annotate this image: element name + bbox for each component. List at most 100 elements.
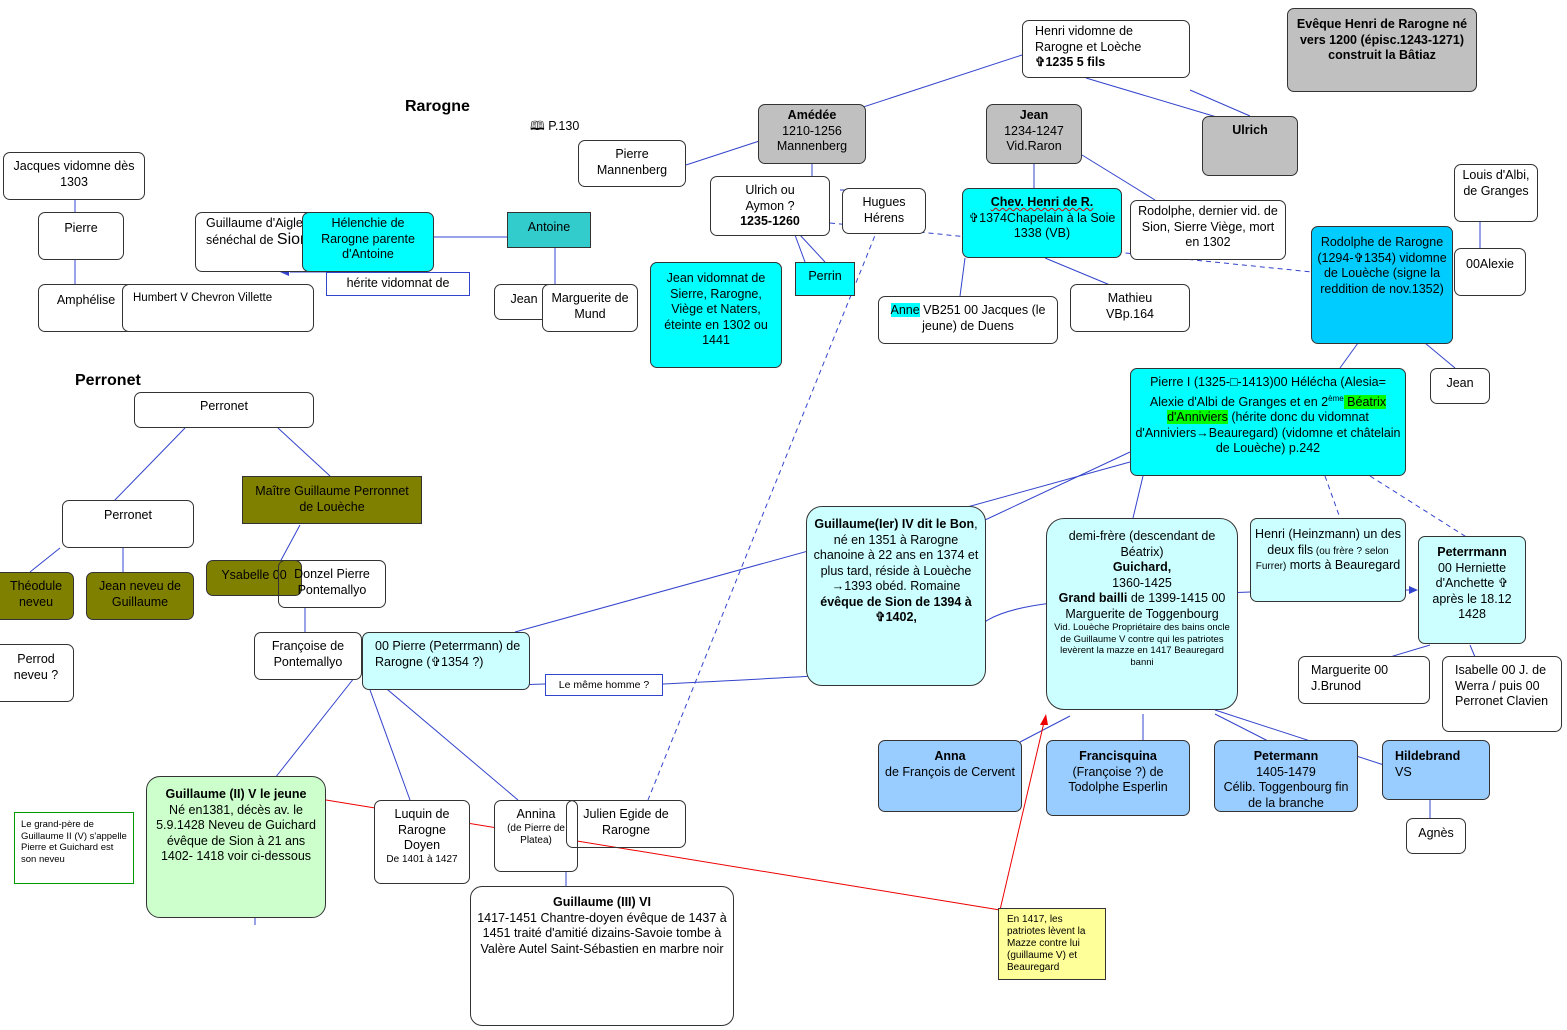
- node-text: Perronet: [104, 508, 152, 522]
- node-text: En 1417, les patriotes lèvent la Mazze c…: [1007, 914, 1086, 973]
- node-text: Jean: [1019, 108, 1049, 122]
- node-humbert: Humbert V Chevron Villette: [122, 284, 314, 332]
- node-guillaume-iv: Guillaume(Ier) IV dit le Bon, né en 1351…: [806, 506, 986, 686]
- node-helenchie: Hélenchie de Rarogne parente d'Antoine: [302, 212, 434, 272]
- node-text: Le même homme ?: [558, 679, 650, 691]
- node-rodolphe-1294: Rodolphe de Rarogne (1294-✞1354) vidomne…: [1311, 226, 1453, 344]
- node-text: (de Pierre de Platea): [507, 822, 565, 846]
- node-text: Hérens: [863, 210, 905, 225]
- page-reference: 🕮 P.130: [530, 119, 580, 133]
- node-text: Anne: [890, 303, 920, 317]
- node-text: Aymon ?: [745, 198, 795, 213]
- node-text: VB251 00 Jacques (le jeune) de Duens: [919, 303, 1046, 333]
- node-text: Agnès: [1418, 826, 1454, 840]
- node-text: 1360-1425: [1112, 575, 1172, 590]
- node-text: Guillaume (II) V le jeune: [165, 787, 307, 801]
- node-text: Pierre: [64, 221, 98, 235]
- node-francoise-pontemallyo: Françoise de Pontemallyo: [254, 632, 362, 680]
- node-text: de François de Cervent: [885, 764, 1015, 779]
- heading-rarogne: Rarogne: [405, 98, 470, 115]
- node-louis-albi: Louis d'Albi, de Granges: [1454, 164, 1538, 222]
- note-1417: En 1417, les patriotes lèvent la Mazze c…: [998, 908, 1106, 980]
- node-antoine: Antoine: [507, 212, 591, 248]
- node-text: Amédée: [787, 108, 837, 122]
- node-pierre-mannenberg: Pierre Mannenberg: [578, 140, 686, 187]
- node-text: Pierre: [615, 147, 649, 161]
- node-petermann: Petermann 1405-1479 Célib. Toggenbourg f…: [1214, 740, 1358, 812]
- node-text: Julien Egide de Rarogne: [583, 807, 669, 837]
- node-text: Amphélise: [56, 293, 116, 307]
- node-text: Jean vidomnat de Sierre, Rarogne, Viège …: [664, 271, 768, 347]
- node-text: ✞1374Chapelain à la Soie 1338 (VB): [968, 210, 1116, 241]
- node-henri-heinzmann: Henri (Heinzmann) un des deux fils (ou f…: [1250, 518, 1406, 602]
- node-text: Antoine: [527, 220, 571, 234]
- node-donzel: Donzel Pierre Pontemallyo: [278, 560, 386, 608]
- node-guillaume-ii: Guillaume (II) V le jeune Né en1381, déc…: [146, 776, 326, 918]
- node-text: Ysabelle 00: [221, 568, 287, 582]
- node-text: Jacques vidomne dès 1303: [13, 159, 135, 189]
- node-text: (ou frère ? selon Furrer): [1255, 545, 1389, 573]
- node-isabelle: Isabelle 00 J. de Werra / puis 00 Perron…: [1442, 656, 1562, 732]
- node-peterrmann: Peterrmann 00 Herniette d'Anchette ✞ apr…: [1418, 536, 1526, 644]
- node-text: (Françoise ?) de Todolphe Esperlin: [1068, 764, 1168, 795]
- node-jean-neveu: Jean neveu de Guillaume: [86, 572, 194, 620]
- node-text: 1417-1451 Chantre-doyen évêque de 1437 à…: [477, 910, 727, 956]
- node-text: Marguerite 00 J.Brunod: [1311, 663, 1389, 693]
- node-text: Isabelle 00 J. de Werra / puis 00 Perron…: [1455, 663, 1549, 708]
- node-text: Sion: [276, 230, 309, 248]
- node-text: Francisquina: [1079, 749, 1157, 763]
- node-text: Le grand-père de Guillaume II (V) s'appe…: [21, 819, 127, 865]
- node-mathieu: Mathieu VBp.164: [1070, 284, 1190, 332]
- node-text: 1234-1247: [1004, 123, 1064, 138]
- node-text: Hildebrand: [1395, 749, 1461, 763]
- node-text: 1235-1260: [740, 214, 800, 228]
- node-text: Mannenberg: [776, 139, 848, 153]
- node-text: Petermann: [1253, 749, 1319, 763]
- node-text: De 1401 à 1427: [386, 853, 458, 865]
- node-pierre-i: Pierre I (1325-□-1413)00 Héléchа (Alesia…: [1130, 368, 1406, 476]
- node-text: Jean neveu de Guillaume: [98, 579, 181, 609]
- node-text: Jean: [510, 292, 538, 306]
- node-text: évêque de Sion de 1394 à ✞1402,: [820, 594, 972, 625]
- node-text: Jean: [1446, 376, 1474, 390]
- node-text: 1405-1479: [1256, 764, 1316, 779]
- node-ulrich-aymon: Ulrich ou Aymon ? 1235-1260: [710, 176, 830, 236]
- node-text: Guillaume(Ier) IV dit le Bon: [814, 517, 975, 531]
- node-text: , né en 1351 à Rarogne chanoine à 22 ans…: [813, 517, 979, 593]
- node-jacques-vidomne: Jacques vidomne dès 1303: [3, 152, 145, 200]
- node-text: Henri (Heinzmann) un des deux fils: [1255, 527, 1401, 557]
- node-alexie: 00Alexie: [1454, 248, 1526, 296]
- node-text: Marguerite de Mund: [551, 291, 629, 321]
- node-text: 00 Herniette d'Anchette ✞ après le 18.12…: [1432, 560, 1512, 622]
- node-chev-henri: Chev. Henri de R. ✞1374Chapelain à la So…: [962, 188, 1122, 258]
- node-perronet-top: Perronet: [134, 392, 314, 428]
- note-grand-pere: Le grand-père de Guillaume II (V) s'appe…: [14, 812, 134, 884]
- node-text: Guillaume (III) VI: [553, 895, 651, 909]
- node-text: Peterrmann: [1437, 545, 1507, 559]
- node-text: Célib. Toggenbourg fin de la branche: [1223, 780, 1349, 810]
- node-ysabelle: Ysabelle 00: [206, 560, 302, 596]
- node-text: 00 Pierre (Peterrmann) de Rarogne (✞1354…: [375, 639, 521, 669]
- node-henri-vidomne: Henri vidomne de Rarogne et Loèche ✞1235…: [1022, 20, 1190, 78]
- node-meme-homme: Le même homme ?: [545, 674, 663, 696]
- heading-perronet: Perronet: [75, 372, 141, 389]
- node-text: Annina: [516, 807, 556, 821]
- node-text: Guichard,: [1112, 560, 1172, 574]
- node-francisquina: Francisquina (Françoise ?) de Todolphe E…: [1046, 740, 1190, 816]
- node-text: (hérite donc du vidomnat d'Anniviers→Bea…: [1135, 410, 1401, 456]
- node-text: Perrod neveu ?: [13, 652, 59, 682]
- node-text: Rodolphe, dernier vid. de Sion, Sierre V…: [1138, 204, 1278, 249]
- node-text: Mannenberg: [596, 162, 668, 177]
- node-text: VBp.164: [1106, 306, 1154, 321]
- node-rodolphe-dernier: Rodolphe, dernier vid. de Sion, Sierre V…: [1130, 200, 1286, 260]
- node-perronet-mid: Perronet: [62, 500, 194, 548]
- node-text: Rarogne et Loèche: [1035, 39, 1142, 54]
- node-text: Chev. Henri de R.: [990, 195, 1094, 209]
- node-text: Vid.Raron: [1006, 139, 1062, 153]
- node-text: ✞1235 5 fils: [1035, 55, 1106, 69]
- node-text: 1210-1256: [782, 123, 842, 138]
- node-text: Donzel Pierre Pontemallyo: [294, 567, 370, 597]
- node-guichard: demi-frère (descendant de Béatrix) Guich…: [1046, 518, 1238, 710]
- node-theodule: Théodule neveu: [0, 572, 74, 620]
- node-julien: Julien Egide de Rarogne: [566, 800, 686, 848]
